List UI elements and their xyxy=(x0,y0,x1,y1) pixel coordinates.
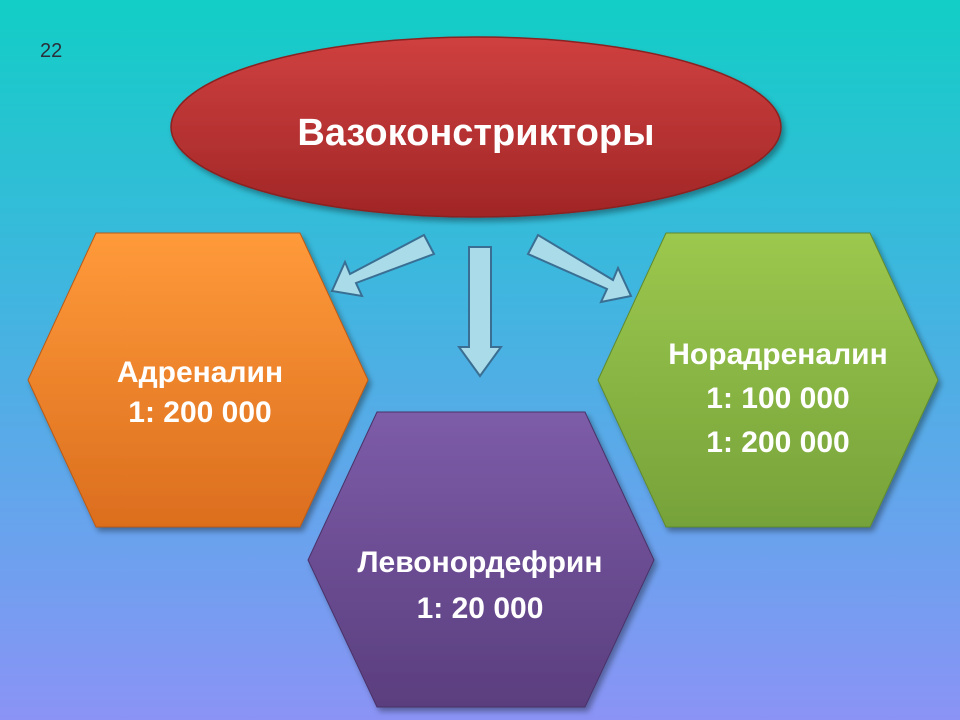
title-ellipse xyxy=(170,36,782,218)
node-noradrenaline-ratio-2: 1: 200 000 xyxy=(706,426,849,459)
node-adrenaline-name: Адреналин xyxy=(117,356,283,389)
node-levonordefrin-ratio: 1: 20 000 xyxy=(417,592,544,625)
hexagon-purple xyxy=(307,411,655,708)
node-adrenaline: Адреналин 1: 200 000 xyxy=(27,232,369,528)
arrows xyxy=(330,233,633,378)
arrow-left xyxy=(330,233,436,298)
node-noradrenaline: Норадреналин 1: 100 000 1: 200 000 xyxy=(597,232,939,528)
node-noradrenaline-name: Норадреналин xyxy=(668,338,887,371)
node-levonordefrin: Левонордефрин 1: 20 000 xyxy=(307,411,655,708)
title-text: Вазоконстрикторы xyxy=(297,112,654,154)
hexagon-green xyxy=(597,232,939,528)
title-node: Вазоконстрикторы xyxy=(170,36,782,218)
slide-number: 22 xyxy=(40,40,63,62)
arrow-right xyxy=(526,233,633,304)
arrow-down xyxy=(457,246,503,378)
node-adrenaline-ratio: 1: 200 000 xyxy=(128,396,271,429)
hexagon-orange xyxy=(27,232,369,528)
node-levonordefrin-name: Левонордефрин xyxy=(358,546,603,579)
node-noradrenaline-ratio-1: 1: 100 000 xyxy=(706,382,849,415)
